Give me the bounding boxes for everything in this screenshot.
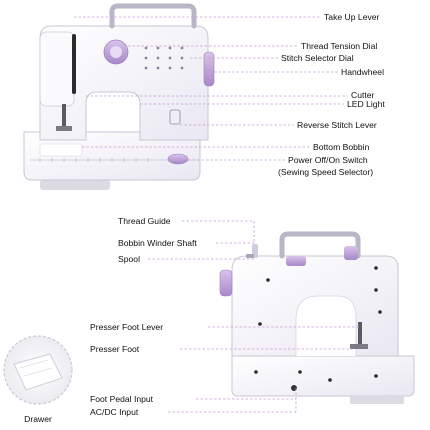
label-take-up-lever: Take Up Lever [324, 12, 380, 22]
label-thread-tension-dial: Thread Tension Dial [301, 41, 378, 51]
label-power-switch-line2: (Sewing Speed Selector) [278, 167, 374, 177]
leader-lines-side [148, 220, 360, 413]
label-drawer: Drawer [24, 414, 52, 424]
label-cutter: Cutter [351, 90, 375, 100]
sewing-machine-front-image [23, 3, 215, 190]
label-reverse-stitch-lever: Reverse Stitch Lever [297, 120, 377, 130]
label-presser-foot-lever: Presser Foot Lever [90, 322, 164, 332]
sewing-machine-side-image [219, 231, 415, 404]
label-handwheel: Handwheel [341, 67, 384, 77]
label-foot-pedal-input: Foot Pedal Input [90, 394, 154, 404]
label-led-light: LED Light [347, 99, 385, 109]
drawer-image [3, 335, 73, 405]
label-bottom-bobbin: Bottom Bobbin [313, 142, 370, 152]
label-ac-dc-input: AC/DC Input [90, 407, 139, 417]
leader-lines-top [74, 16, 348, 161]
label-bobbin-winder-shaft: Bobbin Winder Shaft [118, 238, 197, 248]
label-spool: Spool [118, 254, 140, 264]
label-thread-guide: Thread Guide [118, 216, 171, 226]
label-presser-foot: Presser Foot [90, 344, 140, 354]
label-power-switch-line1: Power Off/On Switch [288, 155, 368, 165]
label-stitch-selector-dial: Stitch Selector Dial [281, 53, 354, 63]
